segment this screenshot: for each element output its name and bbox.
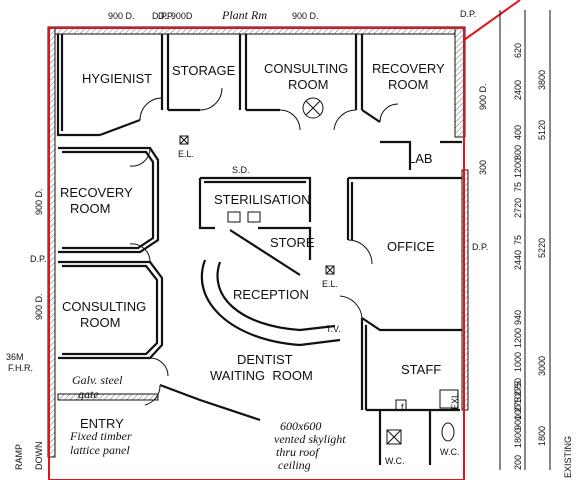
annotation-sd: S.D. [232,165,250,175]
annotation-fhr-1: 36M [6,352,24,362]
dimension-label: 2440 [513,250,523,270]
annotations: E.L. E.L. S.D. T.V. D.P. D.P. D.P. D.P. … [6,8,573,478]
annotation-timber-1: Fixed timber [69,429,132,443]
dim-top-1: 900 D. [108,11,135,21]
dimension-label: 75 [513,235,523,245]
annotation-tv: T.V. [326,324,341,334]
annotation-skylight-3: thru roof [276,445,320,459]
label-recovery-top-room: ROOM [388,77,428,92]
dimension-labels: 900 D. D.P. 900D 900 D. 900 D. 900 D. 90… [34,11,488,320]
dim-top-3: 900 D. [292,11,319,21]
label-lab: LAB [408,151,433,166]
label-store: STORE [270,235,315,250]
annotation-el-2: E.L. [322,279,338,289]
dimension-label: 400 [513,125,523,140]
dimension-label: 275 [513,381,523,396]
label-consulting-top: CONSULTING [264,61,348,76]
annotation-skylight-4: ceiling [278,458,311,472]
dim-right-2: 300 [478,160,488,175]
annotation-dp-corner: D.P. [460,9,476,19]
dimension-label: 1000 [513,352,523,372]
dimension-label: 275 [513,397,523,412]
annotation-galv-2: gate [78,387,99,401]
label-recovery-left-room: ROOM [70,201,110,216]
label-consulting-left: CONSULTING [62,299,146,314]
dimension-label: 75 [513,182,523,192]
door-swings [129,87,399,406]
dimension-label: 1200 [513,328,523,348]
label-dentist: DENTIST [237,352,293,367]
label-consulting-left-room: ROOM [80,315,120,330]
annotation-skylight-2: vented skylight [274,432,346,446]
dimension-label: 50 [513,378,523,388]
label-entry: ENTRY [80,416,124,431]
dimension-label: 800 [513,145,523,160]
dimension-label: 5220 [537,238,547,258]
interior-walls [56,34,462,465]
dimension-ruler [499,10,551,470]
reception-counter [200,259,341,347]
dimension-label: 100 [513,389,523,404]
dimension-label: 620 [513,43,523,58]
annotation-timber-2: lattice panel [70,443,130,457]
dimension-label: 200 [513,455,523,470]
annotation-el-1: E.L. [178,149,194,159]
dimension-label: 3000 [537,356,547,376]
light-fixture [302,97,324,119]
label-storage: STORAGE [172,63,236,78]
annotation-skylight-1: 600x600 [280,419,321,433]
dimension-label: 3800 [537,70,547,90]
annotation-ramp: RAMP [14,444,24,470]
annotation-plant-rm: Plant Rm [221,8,267,22]
dimension-label: 1800 [537,426,547,446]
label-hygienist: HYGIENIST [82,71,152,86]
annotation-dp-left: D.P. [30,254,46,264]
room-labels: HYGIENIST STORAGE CONSULTING ROOM RECOVE… [60,61,460,466]
dimension-label: 1200 [513,158,523,178]
label-consulting-top-room: ROOM [288,77,328,92]
dimension-label: 5120 [537,120,547,140]
fixtures [179,97,459,445]
annotation-exl: EXL [450,393,460,410]
dim-left-1: 900 D. [34,188,44,215]
label-wc-2: W.C. [440,447,460,457]
dimension-label: 940 [513,310,523,325]
dim-top-2: D.P. 900D [152,11,193,21]
label-recovery-left: RECOVERY [60,185,133,200]
annotation-dp-right: D.P. [472,242,488,252]
dimension-label: 1800 [513,428,523,448]
annotation-existing: EXISTING [563,436,573,478]
dimension-label: 900 [513,415,523,430]
label-sterilisation: STERILISATION [214,192,311,207]
dim-right-1: 900 D. [478,83,488,110]
annotation-galv-1: Galv. steel [72,373,123,387]
highlight-outline [48,27,465,480]
annotation-f: f [401,402,404,412]
label-reception: RECEPTION [233,287,309,302]
dimension-column-a: 6202400400800120075272075244094012001000… [513,43,523,470]
label-wc-1: W.C. [385,456,405,466]
label-waiting-room: WAITING ROOM [210,368,313,383]
annotation-dp-top: D.P. [158,11,174,21]
pointer-line [463,0,521,41]
dimension-column-b: 3800 5120 5220 3000 1800 [537,70,547,446]
dimension-label: 100 [513,405,523,420]
label-recovery-top: RECOVERY [372,61,445,76]
dimension-label: 2720 [513,198,523,218]
dimension-label: 2400 [513,80,523,100]
annotation-fhr-2: F.H.R. [8,363,33,373]
label-office: OFFICE [387,239,435,254]
label-staff: STAFF [401,362,441,377]
annotation-down: DOWN [34,442,44,471]
dim-left-2: 900 D. [34,293,44,320]
